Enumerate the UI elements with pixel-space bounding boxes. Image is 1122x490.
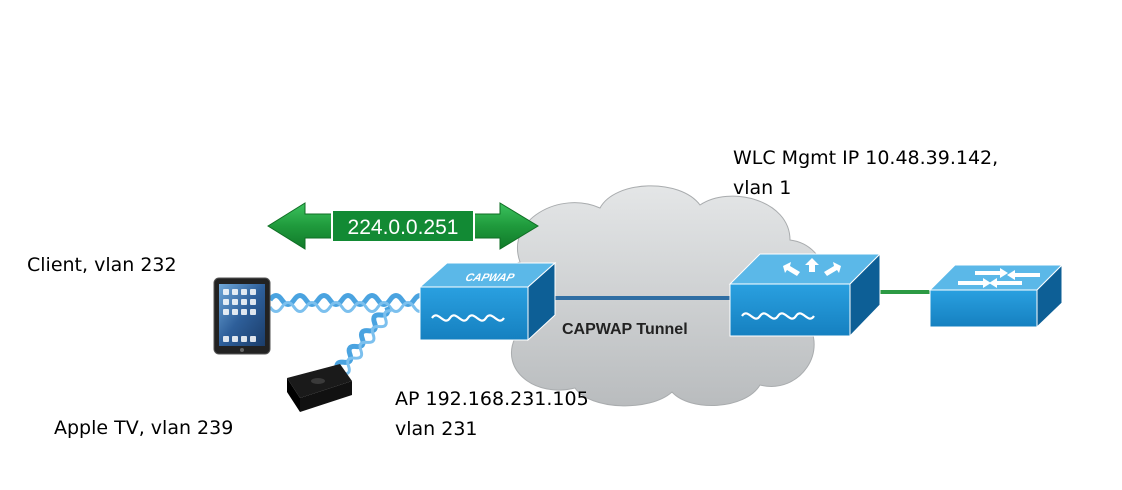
- apple-tv-icon: [287, 364, 352, 412]
- client-label: Client, vlan 232: [27, 250, 177, 280]
- access-point-icon: [418, 261, 557, 342]
- client-label-text: Client, vlan 232: [27, 254, 177, 276]
- wlc-label-line2: vlan 1: [733, 177, 792, 199]
- tunnel-label: CAPWAP Tunnel: [562, 321, 688, 338]
- wlc-label: WLC Mgmt IP 10.48.39.142, vlan 1: [733, 143, 998, 203]
- cloud-icon: [489, 185, 827, 407]
- wlc-icon: [728, 252, 882, 338]
- ipad-icon: [213, 277, 271, 355]
- appletv-label-text: Apple TV, vlan 239: [54, 417, 234, 439]
- wireless-link-client-lower: [268, 301, 428, 313]
- wlc-label-line1: WLC Mgmt IP 10.48.39.142,: [733, 147, 999, 169]
- multicast-arrow-icon: [267, 202, 539, 250]
- appletv-label: Apple TV, vlan 239: [54, 413, 233, 443]
- ap-label: AP 192.168.231.105 vlan 231: [395, 384, 589, 444]
- wireless-link-client: [267, 293, 429, 307]
- switch-icon: [928, 263, 1064, 329]
- ap-label-line1: AP 192.168.231.105: [395, 388, 589, 410]
- ap-label-line2: vlan 231: [395, 418, 478, 440]
- multicast-address: 224.0.0.251: [348, 216, 459, 239]
- ap-capwap-badge: CAPWAP: [464, 272, 516, 284]
- wireless-link-appletv: [334, 306, 392, 376]
